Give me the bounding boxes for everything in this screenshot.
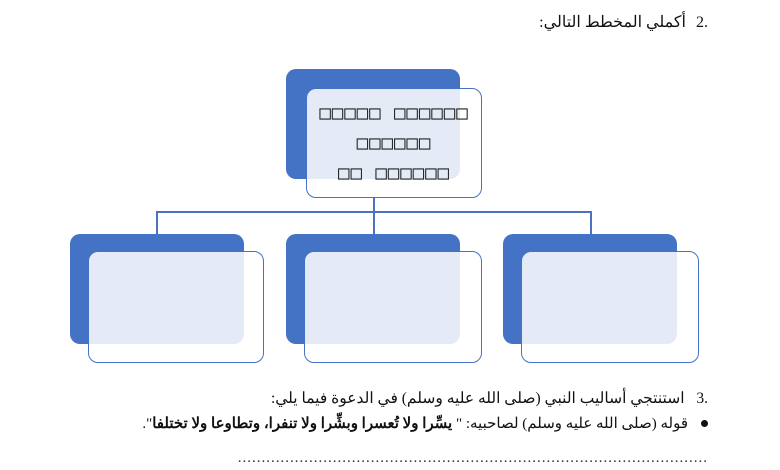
top-box-line-1: □□□□□ □□□□□□: [319, 102, 469, 124]
bullet-suffix: ".: [142, 416, 153, 432]
question-3-number: .3: [696, 390, 708, 407]
left-box: [88, 251, 264, 363]
question-2-text: أكملي المخطط التالي:: [539, 14, 686, 31]
right-box: [521, 251, 699, 363]
middle-box: [304, 251, 482, 363]
connector-left-drop: [156, 211, 158, 234]
question-3-heading: .3 استنتجي أساليب النبي (صلى الله عليه و…: [271, 389, 708, 408]
bullet-quote: يسِّرا ولا تُعسرا وبشِّرا ولا تنفرا، وتط…: [152, 416, 456, 432]
answer-line[interactable]: ........................................…: [237, 450, 708, 466]
connector-vertical-top: [373, 198, 375, 212]
top-box-line-2: □□□□□□: [356, 132, 432, 154]
bullet-item: قوله (صلى الله عليه وسلم) لصاحبيه: " يسِ…: [142, 414, 688, 433]
top-box: □□□□□ □□□□□□ □□□□□□ □□ □□□□□□: [306, 88, 482, 198]
question-2-heading: .2 أكملي المخطط التالي:: [539, 12, 708, 32]
bullet-prefix: قوله (صلى الله عليه وسلم) لصاحبيه: ": [455, 416, 688, 432]
connector-middle-drop: [373, 211, 375, 234]
question-3-text: استنتجي أساليب النبي (صلى الله عليه وسلم…: [270, 390, 685, 407]
connector-right-drop: [590, 211, 592, 234]
question-2-number: .2: [696, 14, 708, 31]
top-box-line-3: □□ □□□□□□: [338, 162, 450, 184]
bullet-icon: [701, 420, 708, 427]
